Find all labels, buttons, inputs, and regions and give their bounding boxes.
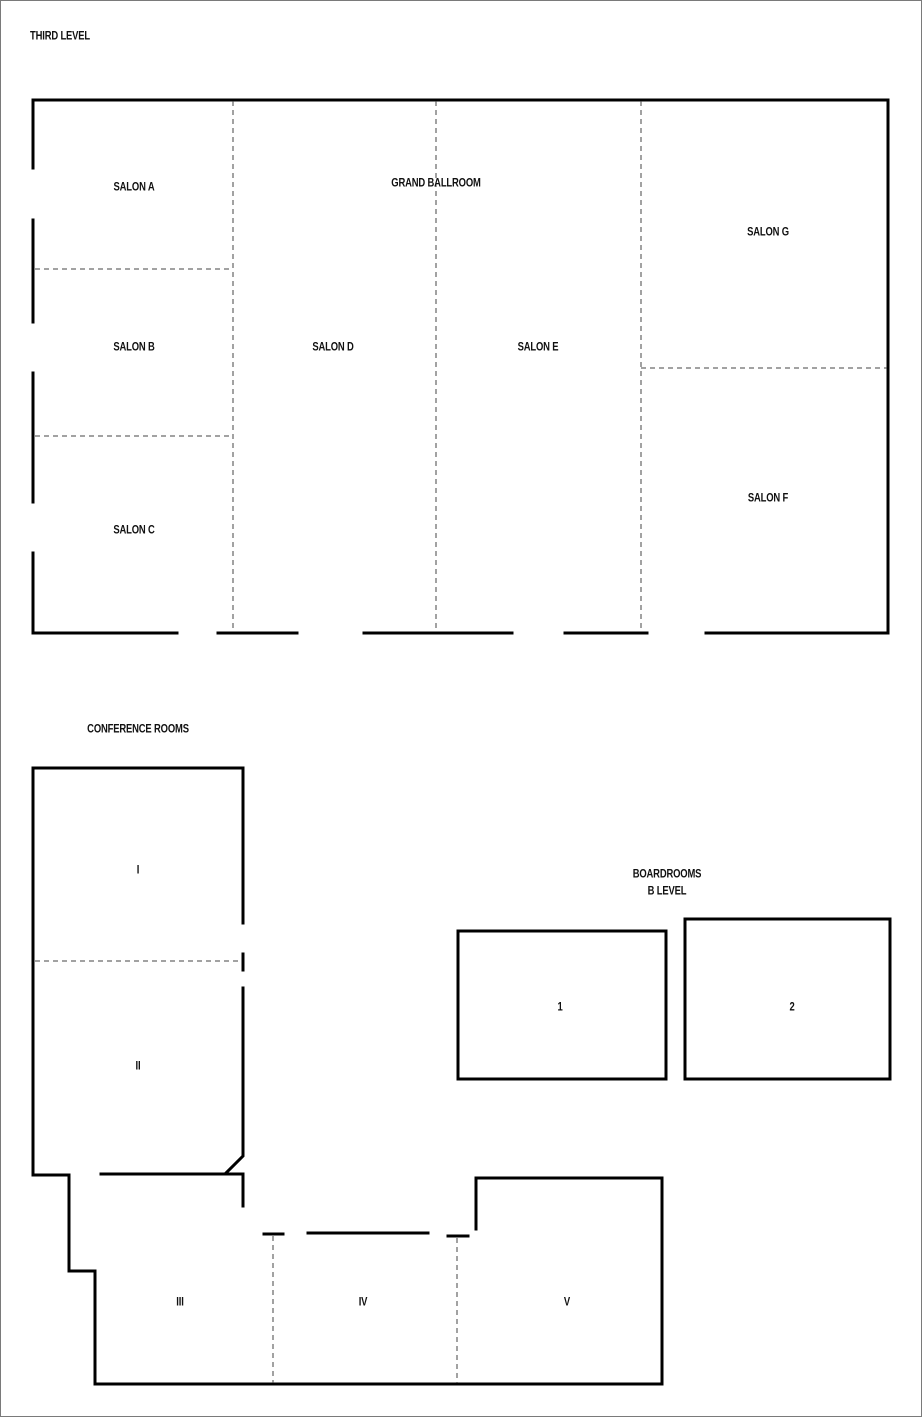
room-salon-f[interactable]: SALON F bbox=[747, 492, 789, 505]
room-conf-2[interactable]: II bbox=[135, 1060, 141, 1073]
room-salon-g[interactable]: SALON G bbox=[747, 226, 789, 239]
conference-partitions bbox=[35, 960, 458, 1383]
room-salon-a[interactable]: SALON A bbox=[113, 181, 155, 194]
room-salon-c[interactable]: SALON C bbox=[113, 524, 155, 537]
ballroom-partitions bbox=[35, 101, 887, 632]
room-board-2[interactable]: 2 bbox=[789, 1001, 795, 1014]
room-conf-3[interactable]: III bbox=[176, 1296, 184, 1309]
room-conf-5[interactable]: V bbox=[563, 1296, 571, 1309]
room-board-1[interactable]: 1 bbox=[557, 1001, 563, 1014]
grand-ballroom-walls bbox=[31, 98, 890, 635]
boardrooms-subtitle: B LEVEL bbox=[647, 885, 687, 898]
room-conf-4[interactable]: IV bbox=[358, 1296, 368, 1309]
third-level-title: THIRD LEVEL bbox=[30, 30, 91, 43]
conference-rooms-title: CONFERENCE ROOMS bbox=[87, 723, 189, 736]
boardrooms-title: BOARDROOMS bbox=[632, 868, 702, 881]
room-salon-b[interactable]: SALON B bbox=[113, 341, 155, 354]
room-salon-d[interactable]: SALON D bbox=[312, 341, 354, 354]
boardroom-walls bbox=[456, 917, 892, 1081]
room-conf-1[interactable]: I bbox=[136, 864, 140, 877]
conference-walls bbox=[31, 766, 664, 1386]
room-salon-e[interactable]: SALON E bbox=[517, 341, 559, 354]
grand-ballroom-label: GRAND BALLROOM bbox=[391, 177, 481, 190]
